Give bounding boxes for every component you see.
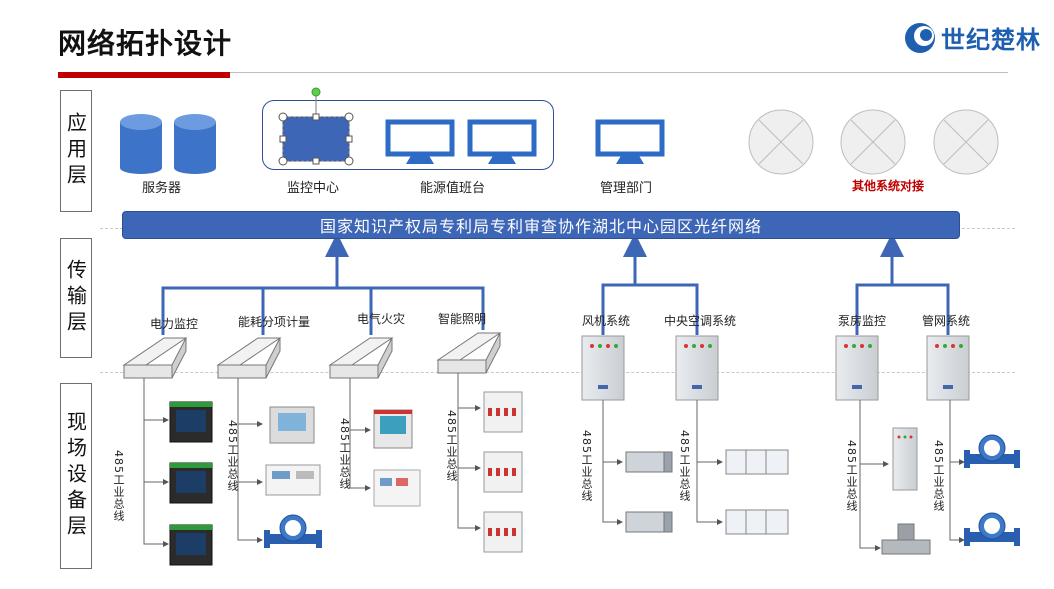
placeholder-image-icon [840,109,906,175]
lighting-module-icon [483,511,523,553]
power-meter-icon [169,401,213,443]
page-title: 网络拓扑设计 [58,27,233,60]
layer-application-label: 应用层 [63,112,88,190]
water-meter-icon [964,512,1020,546]
monitor-center-label: 监控中心 [287,181,340,196]
layer-transport: 传输层 [60,238,92,358]
air-handler-icon [725,509,789,535]
system-label-fan: 风机系统 [582,314,631,328]
logo-mark-icon [905,22,935,53]
lighting-module-icon [483,391,523,433]
company-logo: 世纪楚林 [903,20,1041,55]
din-module-icon [373,469,421,507]
gateway-icon [328,337,394,379]
placeholder-image-icon [748,109,814,175]
bus-label: 485工业总线 [338,418,351,490]
monitor-center-icon[interactable] [278,87,354,166]
system-label-pump: 泵房监控 [838,314,887,328]
bus-label: 485工业总线 [845,440,858,512]
server-icon [174,114,216,174]
fan-controller-icon [625,451,673,473]
layer-separator [100,372,1015,373]
water-meter-icon [264,514,322,548]
servers-label: 服务器 [142,181,182,196]
uplink-connector [161,233,950,335]
energy-meter-icon [269,406,315,444]
gateway-icon [216,337,282,379]
title-divider [58,72,1008,73]
power-meter-icon [169,462,213,504]
layer-field: 现场设备层 [60,383,92,569]
air-handler-icon [725,449,789,475]
layer-transport-label: 传输层 [63,259,88,337]
bus-label: 485工业总线 [678,430,691,502]
bus-label: 485工业总线 [932,440,945,512]
control-cabinet-icon [926,335,970,401]
gateway-icon [436,332,502,374]
backbone-network-bar: 国家知识产权局专利局专利审查协作湖北中心园区光纤网络 [122,211,960,239]
valve-icon [881,523,931,555]
monitor-group-frame [262,100,554,170]
fire-detector-icon [373,409,413,449]
system-label-energy-metering: 能耗分项计量 [238,315,311,329]
system-label-fire: 电气火灾 [357,312,406,326]
system-label-pipe: 管网系统 [922,314,971,328]
system-label-power: 电力监控 [150,317,199,331]
din-meter-icon [265,464,321,496]
bus-label: 485工业总线 [226,420,239,492]
monitor-icon [467,119,537,164]
bus-label: 485工业总线 [580,430,593,502]
lighting-module-icon [483,451,523,493]
logo-text: 世纪楚林 [941,26,1041,54]
fieldbus-connector [143,373,965,551]
backbone-network-label: 国家知识产权局专利局专利审查协作湖北中心园区光纤网络 [319,217,762,236]
bus-label: 485工业总线 [112,450,125,522]
placeholder-image-icon [933,109,999,175]
water-meter-icon [964,434,1020,468]
server-icon [120,114,162,174]
fan-controller-icon [625,511,673,533]
bus-label: 485工业总线 [445,410,458,482]
management-label: 管理部门 [600,181,653,196]
system-label-hvac: 中央空调系统 [664,314,737,328]
other-systems-label: 其他系统对接 [852,179,925,193]
title-accent-bar [58,72,230,78]
power-meter-icon [169,524,213,566]
control-cabinet-icon [835,335,879,401]
layer-field-label: 现场设备层 [63,411,88,541]
control-cabinet-icon [581,335,625,401]
monitor-icon [595,119,665,164]
control-cabinet-icon [675,335,719,401]
energy-console-label: 能源值班台 [420,181,486,196]
system-label-lighting: 智能照明 [438,312,487,326]
layer-application: 应用层 [60,90,92,212]
monitor-icon [385,119,455,164]
gateway-icon [122,337,188,379]
pump-cabinet-icon [892,427,918,491]
